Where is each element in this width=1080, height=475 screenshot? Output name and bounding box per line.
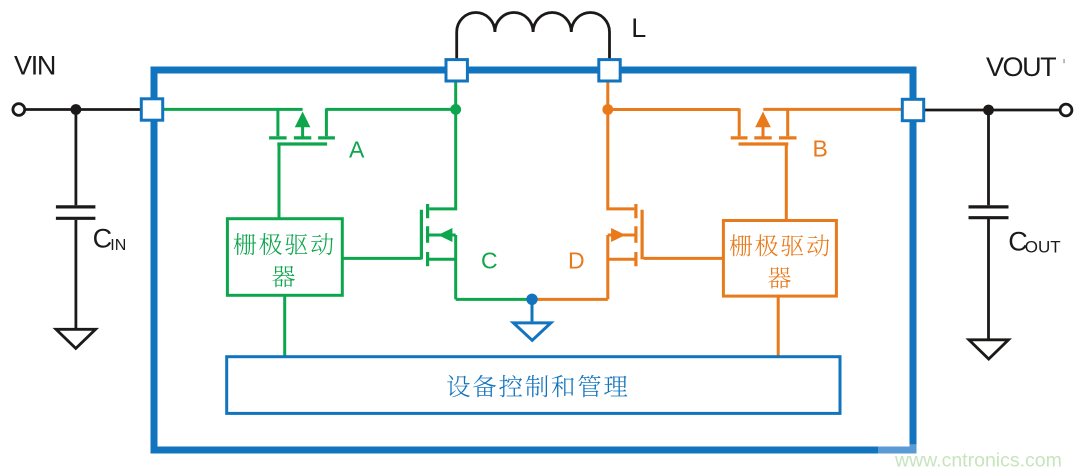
svg-text:OUT: OUT [1025, 238, 1061, 257]
svg-text:VOUT: VOUT [986, 52, 1056, 82]
svg-text:VIN: VIN [14, 51, 55, 81]
svg-text:L: L [631, 13, 646, 43]
svg-text:B: B [813, 136, 828, 162]
svg-text:C: C [93, 224, 113, 254]
svg-text:C: C [1008, 227, 1028, 257]
svg-text:D: D [568, 248, 585, 274]
svg-text:A: A [349, 137, 365, 163]
svg-text:C: C [481, 248, 498, 274]
svg-text:IN: IN [110, 237, 126, 254]
svg-text:www.cntronics.com: www.cntronics.com [894, 450, 1062, 472]
